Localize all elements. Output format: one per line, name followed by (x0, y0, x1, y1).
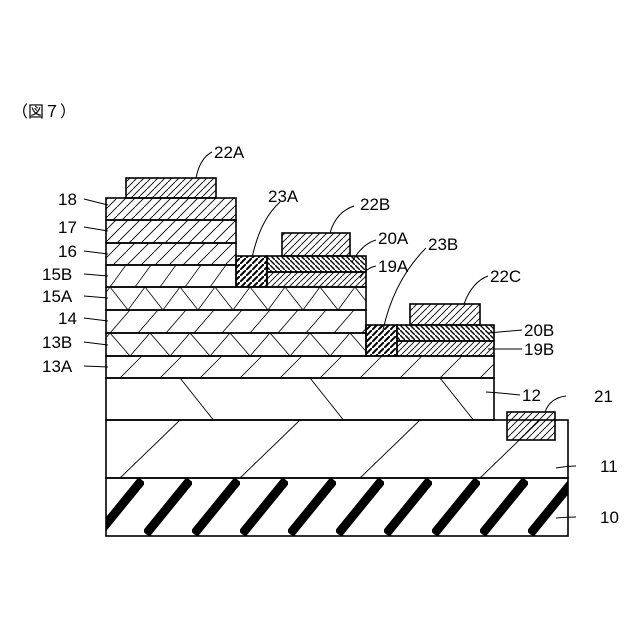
label-14: 14 (58, 309, 77, 328)
layer-20B (397, 325, 494, 341)
layer-18 (106, 198, 236, 220)
leader-13B (84, 342, 108, 345)
label-17: 17 (58, 218, 77, 237)
label-11: 11 (600, 457, 618, 476)
leader-21 (545, 396, 566, 412)
layer-17 (106, 220, 236, 243)
electrode-21 (507, 412, 555, 440)
electrode-22B (282, 233, 350, 256)
layer-13B (106, 333, 366, 356)
label-15B: 15B (42, 265, 72, 284)
label-20A: 20A (378, 229, 409, 248)
layer-19A (267, 272, 366, 287)
label-18: 18 (58, 190, 77, 209)
label-22B: 22B (360, 195, 390, 214)
label-15A: 15A (42, 287, 73, 306)
leader-22A (196, 152, 212, 178)
label-12: 12 (522, 386, 541, 405)
layer-23B (366, 325, 397, 356)
leader-17 (84, 227, 108, 231)
layer-13A (106, 356, 494, 378)
leader-15A (84, 296, 108, 298)
leader-15B (84, 274, 108, 276)
leader-16 (84, 251, 108, 254)
leader-13A (84, 366, 108, 367)
layer-23A (236, 256, 267, 287)
label-22A: 22A (214, 143, 245, 162)
label-13A: 13A (42, 357, 73, 376)
label-20B: 20B (524, 321, 554, 340)
label-23B: 23B (428, 235, 458, 254)
label-19A: 19A (378, 257, 409, 276)
layer-20A (267, 256, 366, 272)
layer-11 (106, 420, 568, 478)
electrode-22A (126, 178, 216, 198)
leader-18 (84, 199, 108, 205)
label-23A: 23A (268, 187, 299, 206)
label-22C: 22C (490, 267, 521, 286)
electrode-22C (410, 304, 480, 325)
label-16: 16 (58, 242, 77, 261)
label-10: 10 (600, 508, 619, 527)
layer-12 (106, 378, 494, 420)
label-13B: 13B (42, 333, 72, 352)
layer-19B (397, 341, 494, 356)
label-21: 21 (594, 387, 613, 406)
layer-10-substrate (106, 478, 568, 536)
leader-22C (464, 276, 488, 304)
layer-15A (106, 287, 366, 310)
layer-15B (106, 265, 236, 287)
leader-22B (330, 206, 354, 233)
layer-14 (106, 310, 366, 333)
layer-16 (106, 243, 236, 265)
leader-23A (252, 202, 280, 258)
leader-14 (84, 318, 108, 321)
label-19B: 19B (524, 340, 554, 359)
